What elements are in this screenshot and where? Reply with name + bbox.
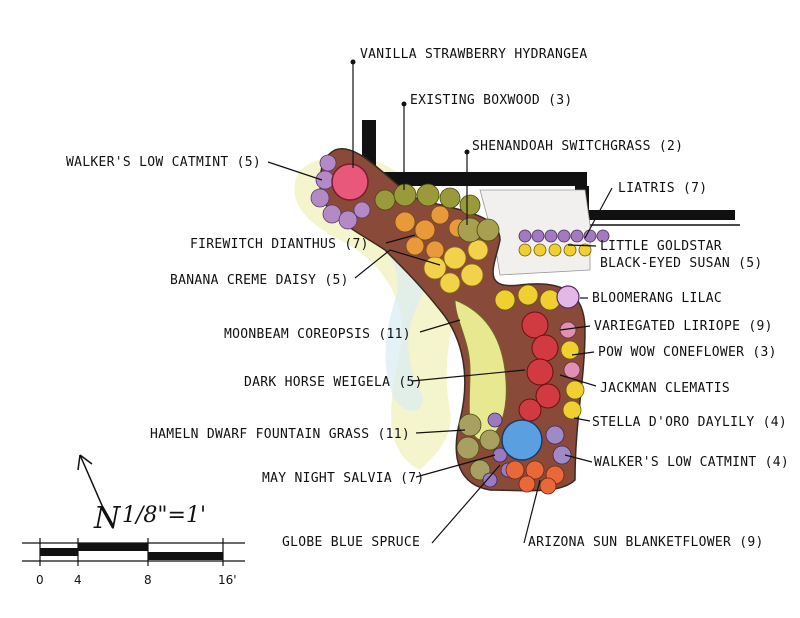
blanketflower-plants xyxy=(505,460,565,495)
scale-tick-4: 4 xyxy=(74,573,82,587)
label-may-night-salvia: MAY NIGHT SALVIA (7) xyxy=(262,471,425,486)
black-eyed-susan-plants xyxy=(518,243,592,257)
label-banana-creme-daisy: BANANA CREME DAISY (5) xyxy=(170,273,349,288)
daisy-plants xyxy=(423,239,489,294)
label-arizona-sun-blanketflower: ARIZONA SUN BLANKETFLOWER (9) xyxy=(528,535,764,550)
label-bloomerang-lilac: BLOOMERANG LILAC xyxy=(592,291,722,306)
switchgrass-plants xyxy=(457,217,500,243)
liatris-plants xyxy=(518,229,610,243)
scale-tick-8: 8 xyxy=(144,573,152,587)
lilac-plant xyxy=(556,285,580,309)
label-little-goldstar: LITTLE GOLDSTAR xyxy=(600,239,722,254)
boxwood-plants xyxy=(374,183,481,216)
scale-bar xyxy=(22,538,245,566)
coneflower-plants xyxy=(559,321,581,379)
label-stella-doro-daylily: STELLA D'ORO DAYLILY (4) xyxy=(592,415,787,430)
label-moonbeam-coreopsis: MOONBEAM COREOPSIS (11) xyxy=(224,327,411,342)
scale-tick-16: 16' xyxy=(218,573,237,587)
label-liatris: LIATRIS (7) xyxy=(618,181,707,196)
north-arrow xyxy=(77,454,105,511)
label-hameln-fountain-grass: HAMELN DWARF FOUNTAIN GRASS (11) xyxy=(150,427,410,442)
label-existing-boxwood: EXISTING BOXWOOD (3) xyxy=(410,93,573,108)
scale-tick-0: 0 xyxy=(36,573,44,587)
weigela-plants xyxy=(518,311,561,422)
label-shenandoah-switchgrass: SHENANDOAH SWITCHGRASS (2) xyxy=(472,139,683,154)
label-jackman-clematis: JACKMAN CLEMATIS xyxy=(600,381,730,396)
label-dark-horse-weigela: DARK HORSE WEIGELA (5) xyxy=(244,375,423,390)
scale-ratio: 1/8"=1' xyxy=(122,503,206,528)
label-walkers-low-catmint-right: WALKER'S LOW CATMINT (4) xyxy=(594,455,789,470)
label-globe-blue-spruce: GLOBE BLUE SPRUCE xyxy=(282,535,420,550)
spruce-plant xyxy=(501,419,543,461)
north-symbol: N xyxy=(93,501,122,536)
label-walkers-low-catmint-left: WALKER'S LOW CATMINT (5) xyxy=(66,155,261,170)
label-pow-wow-coneflower: POW WOW CONEFLOWER (3) xyxy=(598,345,777,360)
leader-lines xyxy=(267,59,613,544)
catmint-cluster-right xyxy=(545,425,572,465)
label-vanilla-strawberry-hydrangea: VANILLA STRAWBERRY HYDRANGEA xyxy=(360,47,588,62)
label-black-eyed-susan: BLACK-EYED SUSAN (5) xyxy=(600,256,763,271)
label-firewitch-dianthus: FIREWITCH DIANTHUS (7) xyxy=(190,237,369,252)
hydrangea-plant xyxy=(331,163,369,201)
label-variegated-liriope: VARIEGATED LIRIOPE (9) xyxy=(594,319,773,334)
catmint-cluster-left xyxy=(310,154,371,230)
